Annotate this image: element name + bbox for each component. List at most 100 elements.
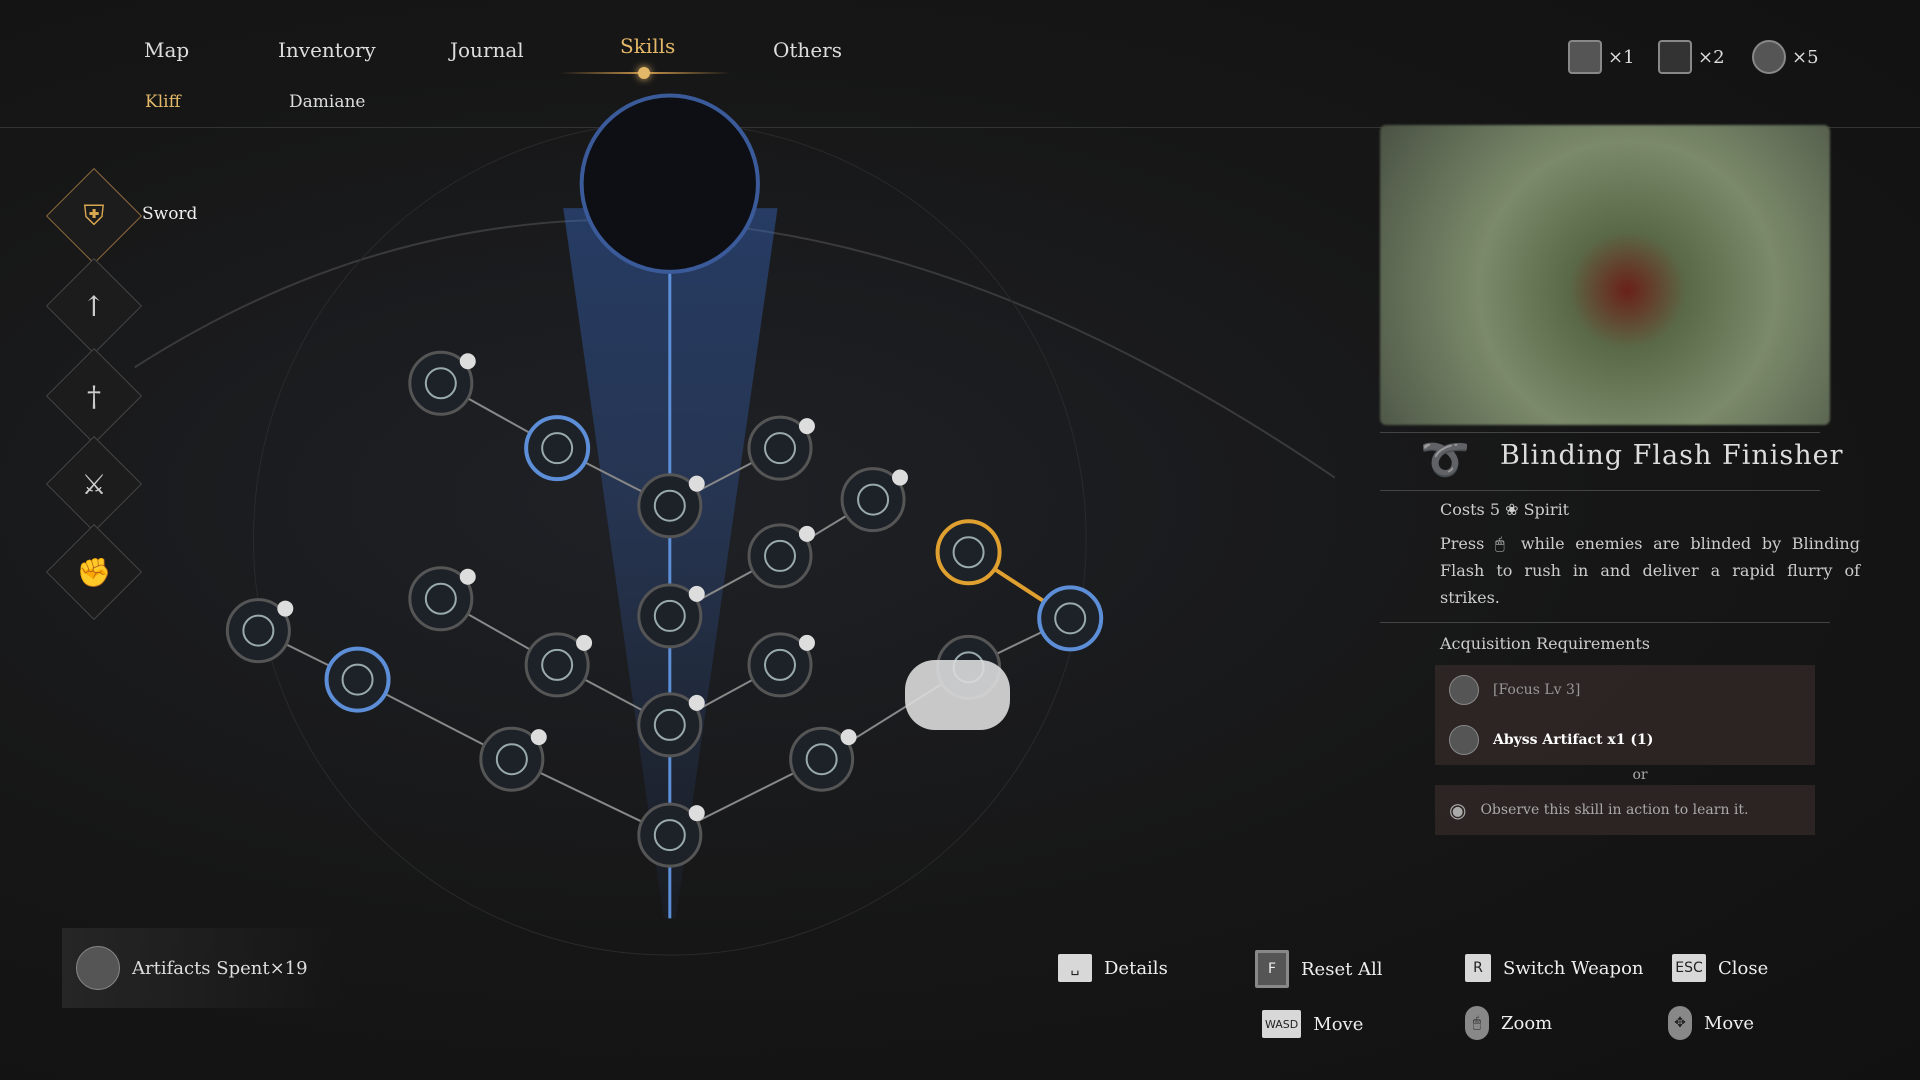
skill-glyph-icon: [424, 367, 457, 400]
skill-node[interactable]: [524, 415, 591, 482]
plus-icon: [798, 525, 815, 542]
spirit-icon: ❀: [1505, 500, 1519, 519]
skill-node[interactable]: [408, 566, 474, 632]
skill-glyph-icon: [857, 483, 890, 516]
crossed-swords-icon: ⚔: [81, 467, 107, 501]
skill-glyph-icon: [805, 743, 838, 776]
resource-count: ×5: [1792, 46, 1819, 68]
resource-relic: ×5: [1752, 40, 1819, 74]
esc-key-icon: ESC: [1672, 954, 1706, 982]
r-key-icon: R: [1465, 954, 1491, 982]
dagger-icon: †: [87, 379, 101, 413]
skill-node[interactable]: [637, 583, 703, 649]
resource-abyss-artifact: ×1: [1568, 40, 1635, 74]
relic-icon: [1752, 40, 1786, 74]
upgrade-arrow-icon: [840, 729, 857, 746]
hint-move-mouse: ✥Move: [1668, 1006, 1754, 1040]
tree-emblem: [579, 93, 760, 274]
skill-node[interactable]: [747, 523, 813, 589]
skill-node[interactable]: [747, 632, 813, 698]
mouse-icon: 🖱: [1494, 534, 1511, 553]
mouse-move-icon: ✥: [1668, 1006, 1692, 1040]
mouse-wheel-icon: 🖱: [1465, 1006, 1489, 1040]
f-key-icon: F: [1255, 950, 1289, 988]
skill-glyph-icon: [653, 489, 686, 522]
skill-glyph-icon: [653, 708, 686, 741]
resource-count: ×2: [1698, 46, 1725, 68]
tab-map[interactable]: Map: [144, 38, 190, 62]
shield-icon: ⛨: [83, 199, 105, 232]
fist-icon: ✊: [76, 555, 112, 589]
abyss-artifact-icon: [1449, 725, 1479, 755]
skill-glyph-icon: [764, 539, 797, 572]
skill-node-selected[interactable]: [935, 519, 1002, 586]
space-key-icon: ␣: [1058, 954, 1092, 982]
skill-glyph-icon: [764, 648, 797, 681]
plus-icon: [459, 353, 476, 370]
plus-icon: [576, 634, 593, 651]
or-separator: or: [1632, 767, 1648, 783]
skill-node[interactable]: [840, 467, 906, 533]
skill-glyph-icon: [541, 648, 574, 681]
resource-cube: ×2: [1658, 40, 1725, 74]
wasd-key-icon: WASD: [1262, 1010, 1302, 1038]
hint-details[interactable]: ␣Details: [1058, 954, 1168, 982]
spear-icon: ↑: [82, 289, 106, 323]
upgrade-arrow-icon: [277, 600, 294, 617]
skill-node[interactable]: [524, 632, 590, 698]
skill-node[interactable]: [637, 473, 703, 539]
plus-icon: [798, 418, 815, 435]
skill-description: Press 🖱 while enemies are blinded by Bli…: [1440, 534, 1860, 607]
active-tab-dot: [638, 67, 650, 79]
skill-node[interactable]: [408, 350, 474, 416]
skill-node[interactable]: [637, 802, 703, 868]
abyss-artifact-icon: [76, 946, 120, 990]
subtab-damiane[interactable]: Damiane: [289, 92, 366, 112]
plus-icon: [798, 634, 815, 651]
skill-preview-image: [1380, 125, 1830, 425]
upgrade-arrow-icon: [688, 694, 705, 711]
gamepad-icon: [905, 660, 1010, 730]
tab-others[interactable]: Others: [773, 38, 842, 62]
requirement-artifact: Abyss Artifact x1 (1): [1435, 715, 1815, 765]
skill-glyph-icon: [1054, 602, 1087, 635]
plus-icon: [459, 568, 476, 585]
skill-node[interactable]: [637, 692, 703, 758]
plus-icon: [892, 469, 909, 486]
tab-journal[interactable]: Journal: [450, 38, 524, 62]
skill-node[interactable]: [789, 726, 855, 792]
skill-glyph-icon: [242, 614, 275, 647]
skill-cost: Costs 5 ❀ Spirit: [1440, 500, 1570, 519]
skill-node[interactable]: [479, 726, 545, 792]
cube-icon: [1658, 40, 1692, 74]
skill-node[interactable]: [1037, 585, 1104, 652]
resource-count: ×1: [1608, 46, 1635, 68]
skill-node[interactable]: [747, 415, 813, 481]
tab-inventory[interactable]: Inventory: [278, 38, 376, 62]
skill-icon: ➰: [1420, 437, 1470, 483]
skill-title: Blinding Flash Finisher: [1500, 440, 1844, 471]
eye-icon: ◉: [1449, 798, 1467, 822]
skill-glyph-icon: [764, 432, 797, 465]
requirement-observe: ◉Observe this skill in action to learn i…: [1435, 785, 1815, 835]
skill-node[interactable]: [225, 598, 291, 664]
subtab-kliff[interactable]: Kliff: [145, 92, 181, 112]
focus-eye-icon: [1449, 675, 1479, 705]
upgrade-arrow-icon: [688, 805, 705, 822]
skill-glyph-icon: [341, 663, 374, 696]
skill-node[interactable]: [324, 646, 391, 713]
tab-skills[interactable]: Skills: [620, 34, 676, 58]
skill-glyph-icon: [541, 432, 574, 465]
requirements-title: Acquisition Requirements: [1440, 634, 1650, 653]
skill-glyph-icon: [653, 819, 686, 852]
upgrade-arrow-icon: [688, 585, 705, 602]
artifacts-spent: Artifacts Spent×19: [62, 928, 342, 1008]
skill-glyph-icon: [495, 743, 528, 776]
top-nav: Map Inventory Journal Skills Others Klif…: [0, 0, 1920, 128]
requirement-focus: [Focus Lv 3]: [1435, 665, 1815, 715]
